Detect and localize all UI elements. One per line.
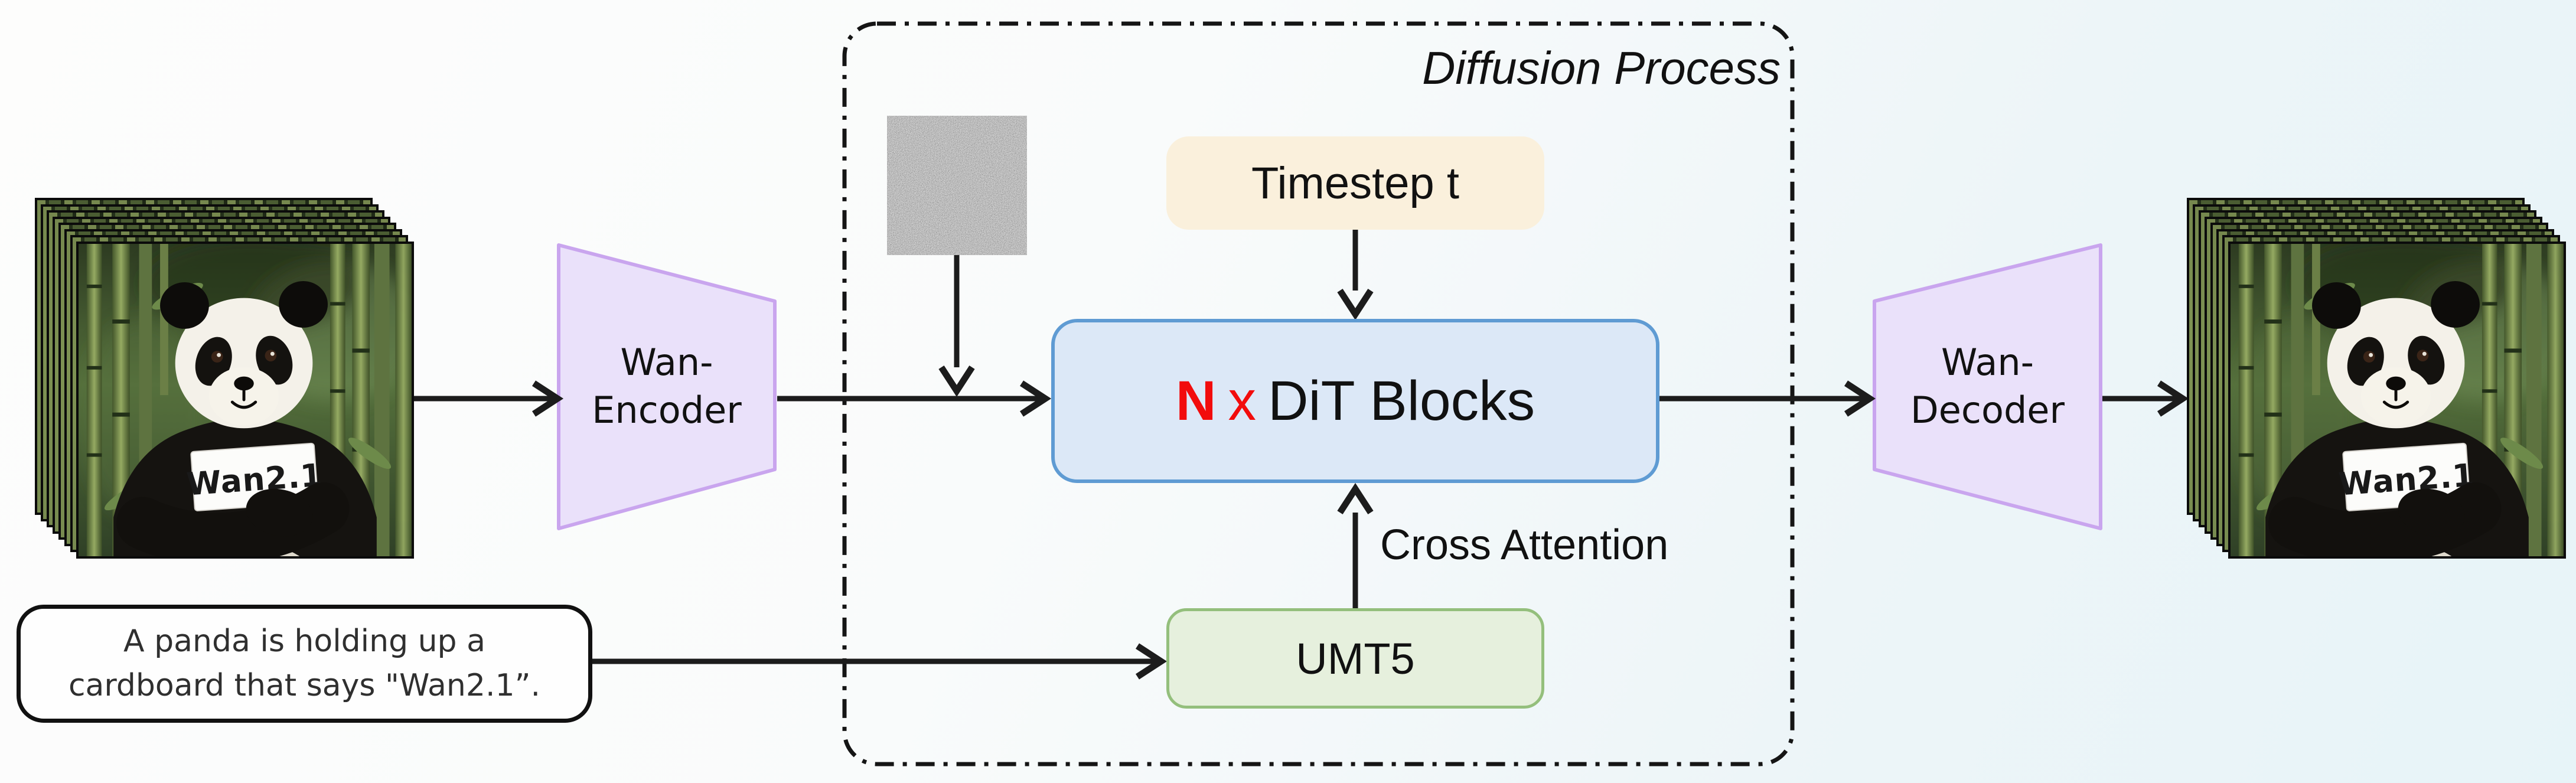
panda-illustration: Wan2.1 [2231, 243, 2564, 556]
input-video-frame-front: Wan2.1 [76, 241, 414, 559]
input-video-frame-stack: Wan2.1 [35, 198, 419, 564]
dit-n-count: N [1175, 369, 1217, 432]
cross-attention-label: Cross Attention [1380, 521, 1669, 569]
arrow-encoder-to-dit-head [1020, 380, 1052, 417]
timestep-box: Timestep t [1166, 136, 1544, 230]
wan-encoder-shape [557, 243, 777, 530]
arrow-umt5-to-dit-head [1337, 482, 1374, 514]
diffusion-process-boundary [842, 21, 1795, 766]
arrow-prompt-to-umt5-head [1136, 643, 1168, 680]
dit-times-symbol: x [1228, 369, 1256, 432]
timestep-label: Timestep t [1251, 158, 1459, 208]
output-video-frame-stack: Wan2.1 [2187, 198, 2571, 564]
prompt-text-box: A panda is holding up a cardboard that s… [17, 605, 592, 723]
arrow-noise-down-head [938, 366, 975, 397]
wan-encoder-label: Wan- Encoder [592, 341, 742, 432]
umt5-box: UMT5 [1166, 608, 1544, 709]
diffusion-process-title: Diffusion Process [1422, 42, 1781, 94]
umt5-label: UMT5 [1296, 634, 1415, 683]
output-video-frame-front: Wan2.1 [2228, 241, 2566, 559]
panda-illustration: Wan2.1 [79, 243, 412, 556]
noise-latent-thumbnail [887, 116, 1027, 255]
arrow-dit-to-decoder-head [1844, 380, 1876, 417]
dit-blocks-text: DiT Blocks [1267, 369, 1535, 432]
panda: Wan2.1 [113, 280, 377, 556]
wan-decoder-label: Wan- Decoder [1910, 341, 2065, 432]
arrow-timestep-to-dit-head [1337, 289, 1374, 321]
prompt-text: A panda is holding up a cardboard that s… [68, 623, 541, 703]
arrow-decoder-to-frames-head [2157, 380, 2189, 417]
wan-decoder-shape [1873, 243, 2102, 530]
arrow-frames-to-encoder-head [532, 380, 564, 417]
panda: Wan2.1 [2265, 280, 2529, 556]
